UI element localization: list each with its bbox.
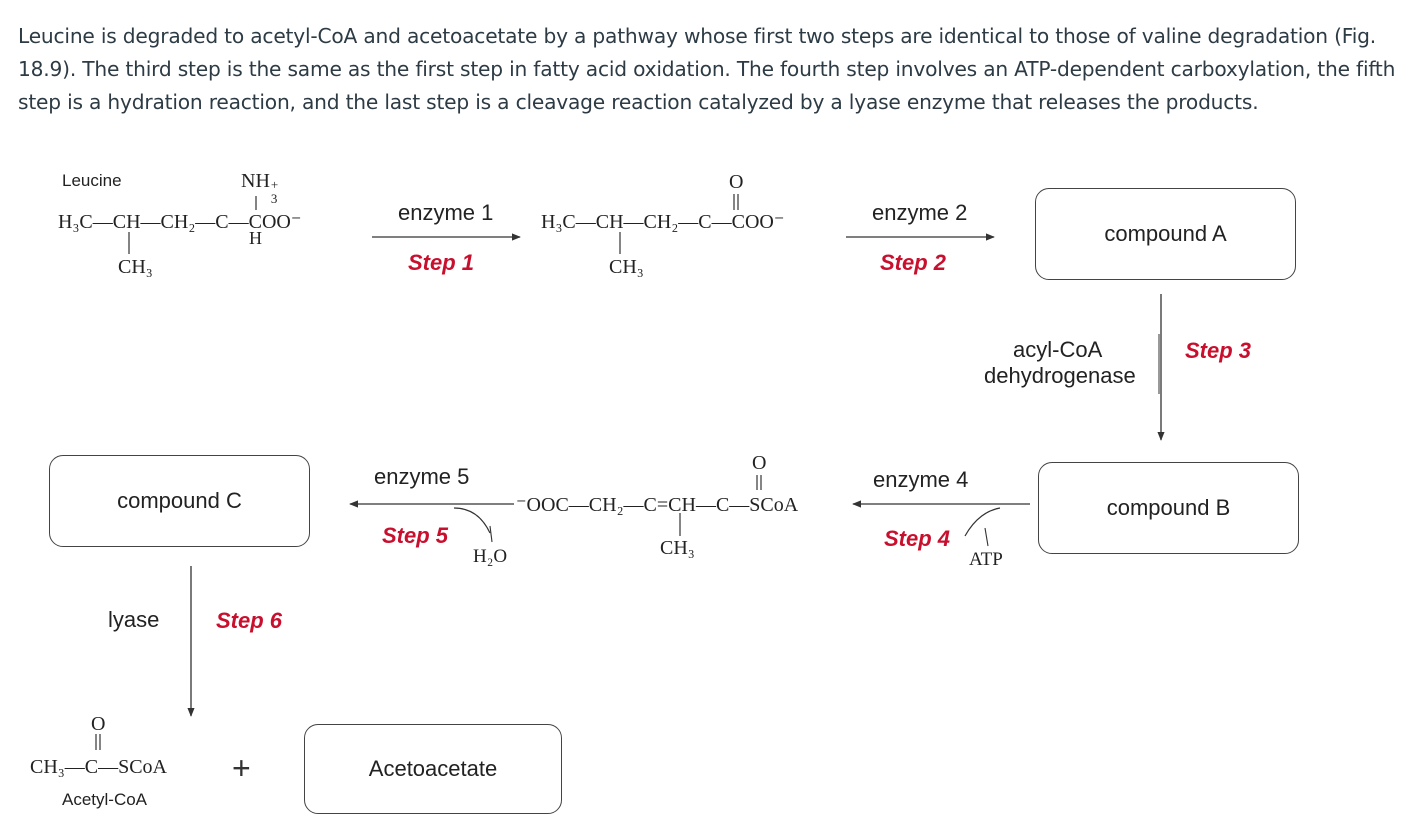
- step4-enzyme: enzyme 4: [873, 467, 969, 492]
- step5-label: Step 5: [382, 523, 449, 548]
- leucine-amino-group: NH+3: [241, 170, 279, 206]
- step3-label: Step 3: [1185, 338, 1252, 363]
- glut-ch3: CH₃: [660, 537, 695, 559]
- intro-paragraph: Leucine is degraded to acetyl-CoA and ac…: [18, 24, 1396, 114]
- acetyl-coa-label: Acetyl-CoA: [62, 790, 148, 809]
- step4-label: Step 4: [884, 526, 951, 551]
- leucine-h: H: [249, 228, 262, 248]
- step5-h2o-curve: [453, 507, 491, 534]
- step2-label: Step 2: [880, 250, 947, 275]
- step3-enzyme-line2: dehydrogenase: [984, 363, 1136, 388]
- glut-formula: ⁻OOC—CH₂—C=CH—C—SCoA: [516, 494, 799, 516]
- ketoacid-oxygen: O: [729, 171, 744, 193]
- leucine-ch3: CH₃: [118, 256, 153, 278]
- acetyl-formula: CH₃—C—SCoA: [30, 756, 168, 778]
- step5-enzyme: enzyme 5: [374, 464, 470, 489]
- step1-enzyme: enzyme 1: [398, 200, 494, 225]
- step2-enzyme: enzyme 2: [872, 200, 968, 225]
- acetyl-oxygen: O: [91, 713, 106, 735]
- step4-atp: ATP: [969, 549, 1003, 570]
- step4-atp-tick: [984, 527, 989, 547]
- compound-c-box: compound C: [49, 455, 310, 547]
- leucine-formula: H₃C—CH—CH₂—C—COO⁻: [58, 211, 302, 233]
- step6-label: Step 6: [216, 608, 283, 633]
- step3-enzyme-line1: acyl-CoA: [1013, 337, 1103, 362]
- step1-label: Step 1: [408, 250, 475, 275]
- ketoacid-formula: H₃C—CH—CH₂—C—COO⁻: [541, 211, 785, 233]
- leucine-label: Leucine: [62, 171, 122, 190]
- compound-b-box: compound B: [1038, 462, 1299, 554]
- step5-h2o-tick: [489, 525, 493, 543]
- plus-sign: +: [232, 750, 251, 786]
- glut-oxygen: O: [752, 452, 767, 474]
- step5-h2o: H₂O: [473, 546, 508, 567]
- step4-atp-curve: [964, 507, 1001, 537]
- ketoacid-ch3: CH₃: [609, 256, 644, 278]
- acetoacetate-box: Acetoacetate: [304, 724, 562, 814]
- compound-a-box: compound A: [1035, 188, 1296, 280]
- step6-enzyme: lyase: [108, 607, 160, 632]
